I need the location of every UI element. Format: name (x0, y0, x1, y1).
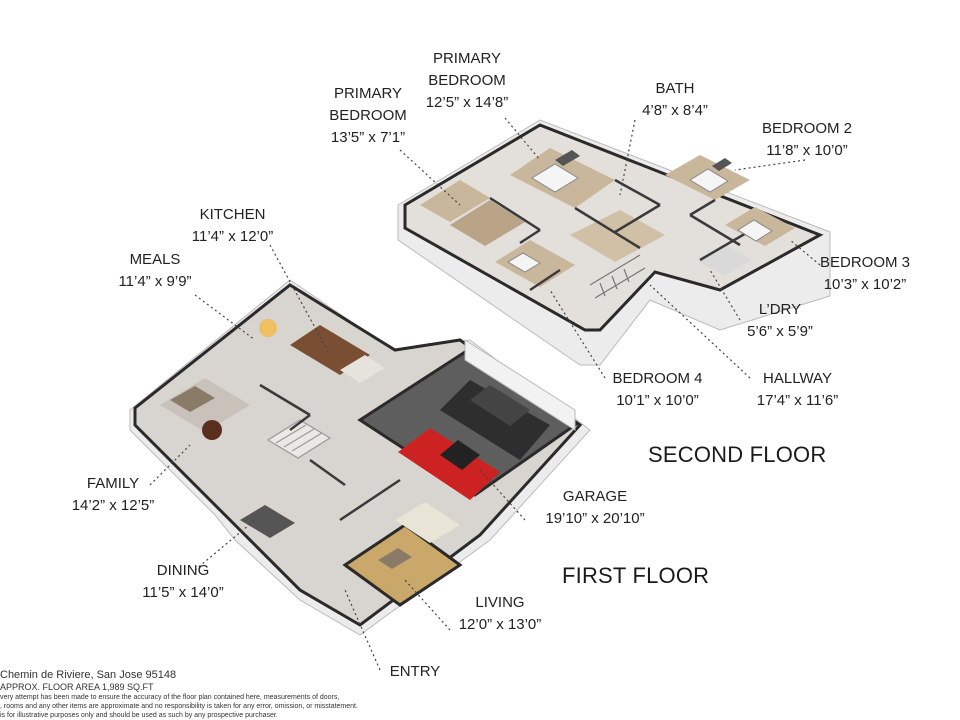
footer-disclaimer: very attempt has been made to ensure the… (0, 694, 340, 701)
room-name: MEALS (129, 251, 181, 268)
room-dims: 10’3” x 10’2” (823, 276, 907, 293)
room-name: PRIMARY (333, 85, 403, 102)
room-name: FAMILY (86, 475, 140, 492)
label-kitchen: KITCHEN 11’4” x 12’0” (180, 204, 285, 248)
room-name: BEDROOM (329, 107, 407, 124)
label-bedroom4: BEDROOM 4 10’1” x 10’0” (600, 368, 715, 412)
room-name: HALLWAY (763, 370, 832, 387)
dining-floor (240, 505, 295, 538)
room-dims: 12’0” x 13’0” (458, 616, 542, 633)
label-garage: GARAGE 19’10” x 20’10” (530, 486, 660, 530)
room-name: L’DRY (758, 301, 802, 318)
first-floor-plan (129, 279, 591, 636)
room-name: KITCHEN (199, 206, 266, 223)
second-floor-title: SECOND FLOOR (648, 442, 827, 467)
room-dims: 17’4” x 11’6” (756, 392, 839, 409)
room-dims: 11’5” x 14’0” (142, 584, 224, 601)
label-meals: MEALS 11’4” x 9’9” (105, 249, 205, 293)
laundry-floor (700, 246, 752, 276)
room-dims: 5’6” x 5’9” (747, 323, 813, 340)
room-dims: 11’4” x 12’0” (191, 228, 274, 245)
label-primary-bedroom-a: PRIMARY BEDROOM 13’5” x 7’1” (318, 83, 418, 149)
footer-address: Chemin de Riviere, San Jose 95148 (0, 669, 177, 681)
second-floor-plan (397, 119, 831, 366)
label-living: LIVING 12’0” x 13’0” (445, 592, 555, 636)
hallway-floor (570, 210, 665, 262)
label-bedroom3: BEDROOM 3 10’3” x 10’2” (810, 252, 920, 296)
room-name: PRIMARY (432, 50, 502, 67)
room-dims: 19’10” x 20’10” (545, 510, 645, 527)
footer: Chemin de Riviere, San Jose 95148 APPROX… (0, 669, 420, 720)
room-name: DINING (156, 562, 210, 579)
family-room-floor (160, 378, 250, 432)
room-name: BATH (655, 80, 695, 97)
label-family: FAMILY 14’2” x 12’5” (58, 473, 168, 517)
room-dims: 11’4” x 9’9” (118, 273, 192, 290)
car-dark (440, 380, 550, 460)
room-name: BEDROOM 4 (612, 370, 703, 387)
label-bedroom2: BEDROOM 2 11’8” x 10’0” (752, 118, 862, 162)
room-dims: 12’5” x 14’8” (425, 94, 509, 111)
car-red (398, 428, 500, 500)
room-name: BEDROOM 2 (761, 120, 852, 137)
room-dims: 10’1” x 10’0” (616, 392, 699, 409)
footer-disclaimer: , rooms and any other items are approxim… (0, 703, 358, 710)
room-name: BEDROOM 3 (819, 254, 910, 271)
label-entry: ENTRY (370, 661, 460, 683)
living-room-floor (342, 523, 463, 607)
footer-area: APPROX. FLOOR AREA 1,989 SQ.FT (0, 682, 154, 692)
room-name: GARAGE (562, 488, 628, 505)
label-bath: BATH 4’8” x 8’4” (625, 78, 725, 122)
label-hallway: HALLWAY 17’4” x 11’6” (745, 368, 850, 412)
room-dims: 11’8” x 10’0” (766, 142, 848, 159)
footer-disclaimer: is for illustrative purposes only and sh… (0, 712, 278, 719)
room-name: ENTRY (389, 663, 441, 680)
leader-lines (149, 117, 821, 671)
label-primary-bedroom-b: PRIMARY BEDROOM 12’5” x 14’8” (412, 48, 522, 114)
label-dining: DINING 11’5” x 14’0” (128, 560, 238, 604)
room-dims: 13’5” x 7’1” (330, 129, 406, 146)
room-name: LIVING (475, 594, 525, 611)
room-name: BEDROOM (428, 72, 506, 89)
kitchen-floor (290, 325, 370, 375)
first-floor-title: FIRST FLOOR (562, 563, 710, 588)
room-dims: 4’8” x 8’4” (642, 102, 708, 119)
room-dims: 14’2” x 12’5” (71, 497, 155, 514)
label-laundry: L’DRY 5’6” x 5’9” (735, 299, 825, 343)
